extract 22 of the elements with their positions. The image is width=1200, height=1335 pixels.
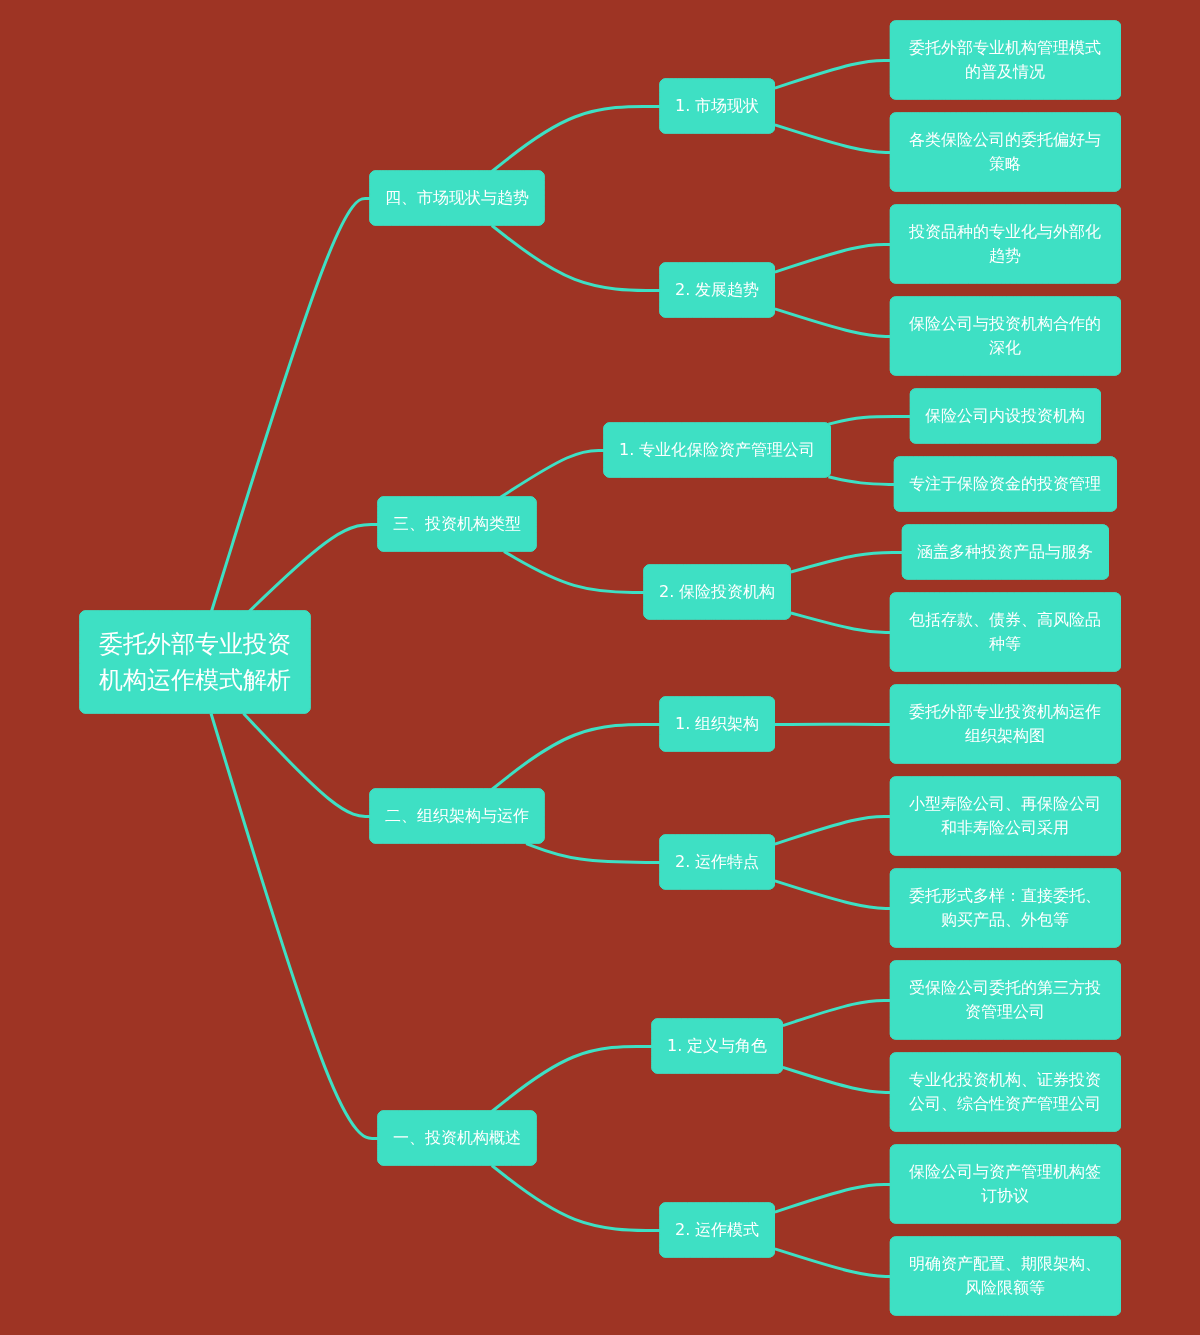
- connector: [242, 711, 371, 818]
- connector: [790, 611, 891, 634]
- connector: [774, 306, 891, 338]
- connector: [209, 196, 371, 612]
- connector: [774, 722, 891, 726]
- connector: [774, 814, 891, 846]
- connector: [774, 122, 891, 154]
- connector: [490, 1163, 661, 1232]
- connector: [774, 1182, 891, 1214]
- connector: [827, 474, 895, 486]
- connector: [209, 712, 379, 1140]
- connector: [525, 841, 661, 864]
- connector: [503, 549, 645, 594]
- connector: [782, 998, 891, 1027]
- connector: [782, 1065, 891, 1094]
- connector: [774, 58, 891, 90]
- connector: [790, 550, 903, 573]
- connector: [490, 223, 661, 292]
- connector: [827, 414, 911, 426]
- connector: [774, 878, 891, 910]
- connector: [774, 242, 891, 274]
- connector: [774, 1246, 891, 1278]
